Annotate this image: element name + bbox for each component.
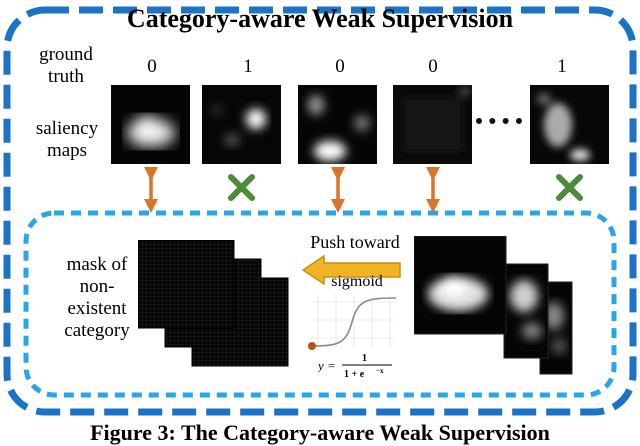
formula-denominator: 1 + e: [344, 369, 365, 380]
ellipsis-dots: [476, 118, 522, 130]
formula-numerator: 1: [362, 353, 367, 364]
frames: [3, 6, 637, 416]
mask-stack: [138, 240, 289, 367]
sigmoid-curve: [311, 297, 397, 347]
gt-value-3: 0: [335, 56, 345, 77]
saliency-map-1: [111, 85, 190, 164]
sigmoid-point: [308, 342, 316, 350]
saliency-map-3: [298, 85, 377, 164]
relation-marks: [144, 167, 583, 213]
saliency-map-2: [202, 85, 281, 164]
mask-of-non-existent-category-label: mask of non- existent category: [64, 254, 130, 341]
saliency-layer-1: [414, 236, 507, 335]
sigmoid-label: sigmoid: [331, 273, 383, 290]
formula-exponent: −x: [376, 367, 384, 375]
gt-value-1: 0: [147, 56, 157, 77]
cross-mark-2: [228, 174, 255, 201]
saliency-maps-label: saliency maps: [35, 118, 99, 161]
outer-dashed-frame: [3, 6, 637, 416]
saliency-map-4: [393, 85, 472, 164]
mask-layer-1: [138, 240, 235, 329]
formula-lhs: y =: [318, 358, 336, 373]
saliency-layer-2: [503, 263, 549, 359]
push-toward-label: Push toward: [310, 232, 400, 252]
saliency-stack: [414, 236, 573, 375]
gt-value-4: 0: [428, 56, 438, 77]
sigmoid-formula: y = 1 1 + e −x: [318, 353, 392, 380]
figure-caption: Figure 3: The Category-aware Weak Superv…: [90, 420, 550, 445]
cross-mark-5: [556, 174, 583, 201]
gt-value-5: 1: [557, 56, 567, 77]
sigmoid-plot: [308, 294, 397, 350]
push-arrow-icon: [301, 254, 401, 286]
diagram-title: Category-aware Weak Supervision: [126, 4, 514, 33]
inner-dashed-frame: [23, 210, 617, 398]
gt-value-2: 1: [243, 56, 253, 77]
ground-truth-label: ground truth: [39, 44, 93, 87]
saliency-map-5: [530, 85, 609, 164]
